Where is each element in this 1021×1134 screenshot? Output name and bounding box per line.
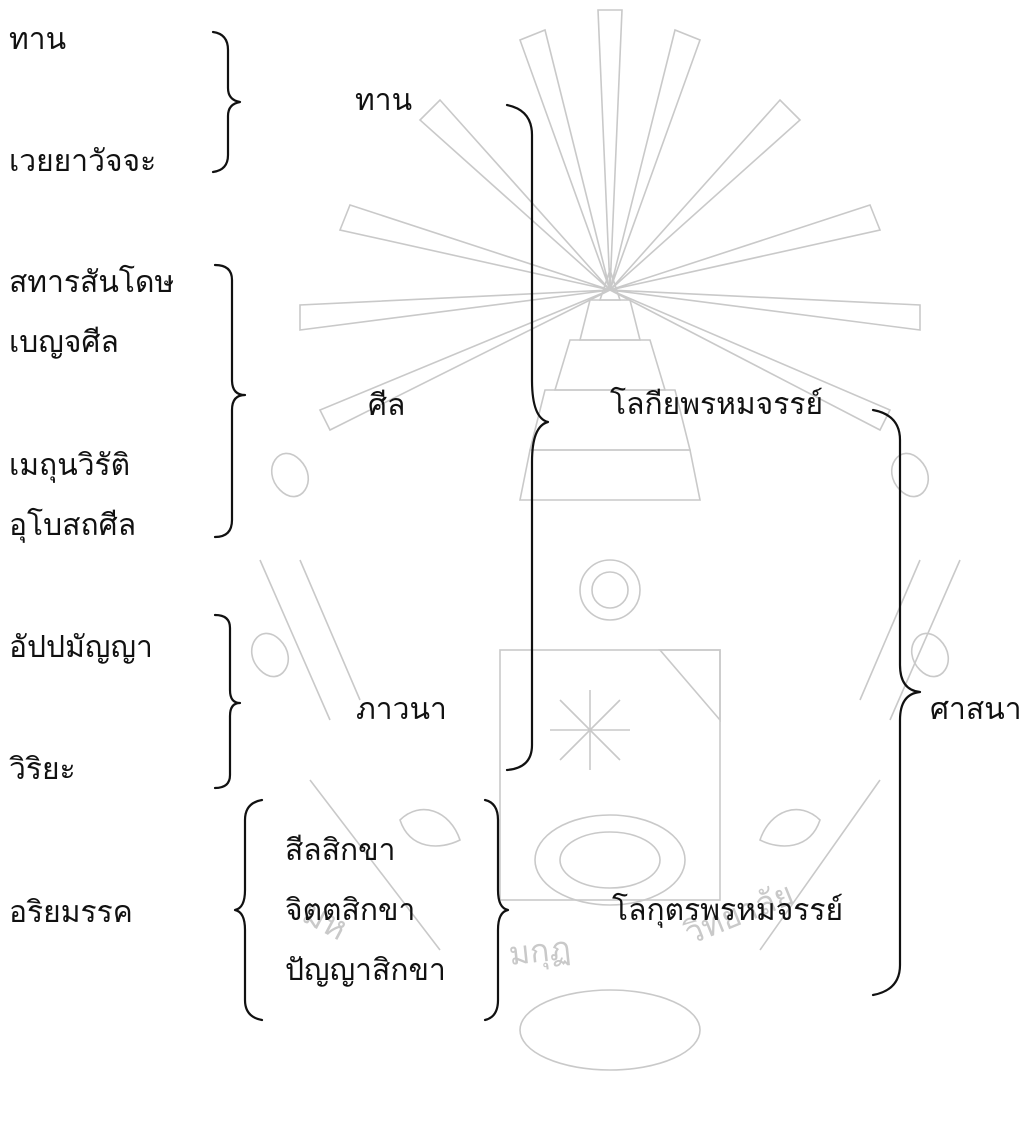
brace-bhavana-group [215,615,240,788]
lokuttara-brahmacariya: โลกุตรพรหมจรรย์ [612,893,843,929]
group-tan: ทาน [355,83,412,119]
item-appamanna: อัปปมัญญา [9,630,153,666]
training-citta-sikkha: จิตตสิกขา [285,893,415,929]
item-sahara-santosa: สทารสันโดษ [9,265,174,301]
brace-lokiya [507,105,548,770]
item-methuna-virati: เมถุนวิรัติ [9,448,130,484]
group-bhavana: ภาวนา [356,692,447,728]
brace-sila-group [215,265,245,537]
training-sila-sikkha: สีลสิกขา [285,833,396,869]
brace-lokuttara [485,800,508,1020]
item-uposatha-sila: อุโบสถศีล [9,508,136,544]
item-tan: ทาน [9,22,66,58]
brace-tan-group [213,32,240,172]
item-veyyavacca: เวยยาวัจจะ [9,144,156,180]
group-sila: ศีล [368,388,405,424]
root-sasana: ศาสนา [930,692,1021,728]
item-ariyamagga: อริยมรรค [9,895,133,931]
lokiya-brahmacariya: โลกียพรหมจรรย์ [610,387,823,423]
brace-ariyamagga [235,800,262,1020]
item-viriya: วิริยะ [9,752,76,788]
brace-sasana [873,410,920,995]
item-pancasila: เบญจศีล [9,325,119,361]
training-panna-sikkha: ปัญญาสิกขา [285,953,446,989]
